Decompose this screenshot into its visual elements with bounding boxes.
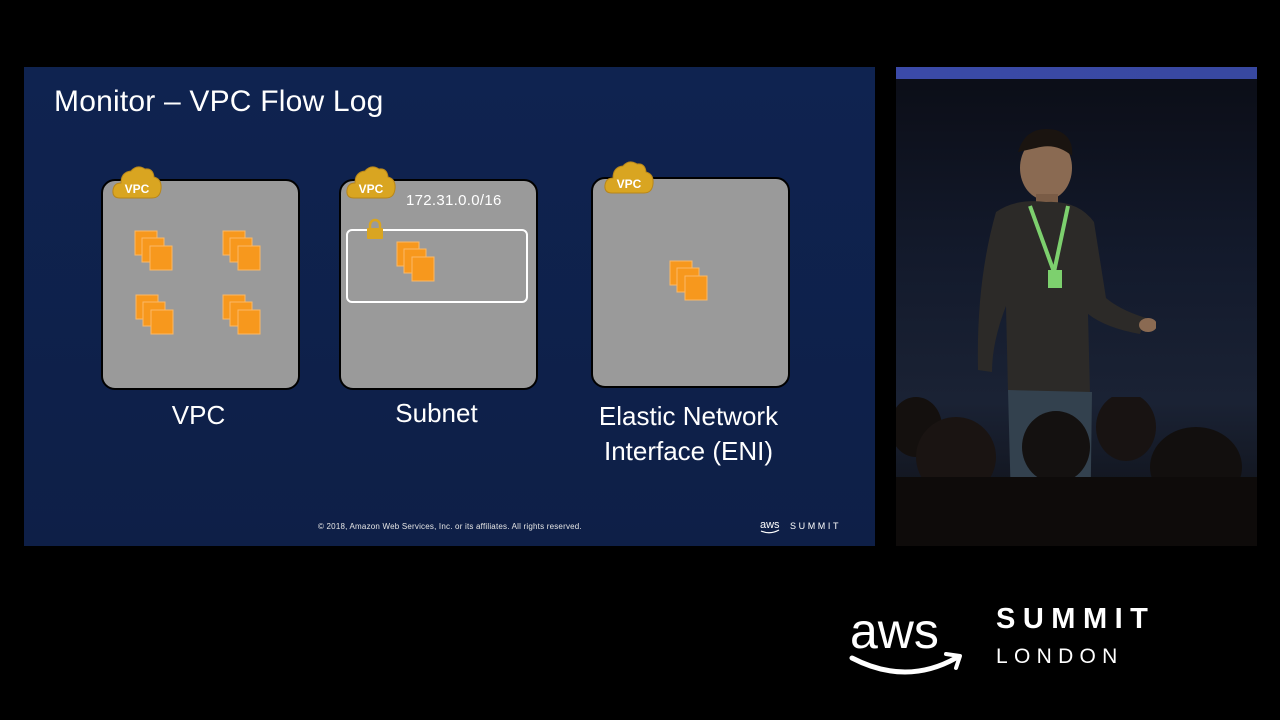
stage-light-bar (896, 67, 1257, 79)
vpc-cloud-icon: VPC (604, 161, 654, 194)
vpc-panel (101, 179, 300, 390)
event-city: LONDON (996, 645, 1124, 668)
presentation-slide: Monitor – VPC Flow Log VPC VPC VPC 172.3… (24, 67, 875, 546)
aws-logo-text: aws (760, 519, 780, 531)
aws-logo: aws (849, 604, 962, 675)
ec2-instances-icon (222, 294, 261, 335)
caption-line: Interface (ENI) (603, 436, 774, 466)
caption-line: VPC (171, 400, 226, 430)
event-title: SUMMIT (996, 603, 1156, 635)
caption-line: Elastic Network (598, 401, 779, 431)
vpc-badge-label: VPC (125, 182, 150, 196)
ec2-instances-icon (135, 294, 174, 335)
vpc-cloud-icon: VPC (346, 166, 396, 199)
aws-logo-text: aws (850, 604, 939, 659)
audience-silhouettes (896, 397, 1257, 546)
ec2-instances-icon (134, 230, 173, 271)
vpc-caption: VPC (101, 398, 296, 433)
copyright-notice: © 2018, Amazon Web Services, Inc. or its… (318, 522, 582, 531)
summit-text: SUMMIT (790, 521, 841, 531)
subnet-cidr: 172.31.0.0/16 (406, 192, 502, 209)
subnet-boundary (346, 229, 528, 303)
ec2-instances-icon (222, 230, 261, 271)
caption-line: Subnet (395, 398, 478, 428)
subnet-caption: Subnet (339, 396, 534, 431)
vpc-badge-label: VPC (359, 182, 384, 196)
ec2-instances-icon (669, 260, 708, 301)
lock-icon (367, 218, 383, 239)
presenter-video (896, 67, 1257, 546)
vpc-cloud-icon: VPC (112, 166, 162, 199)
ec2-instances-icon (396, 241, 435, 282)
subnet-panel (339, 179, 538, 390)
slide-title: Monitor – VPC Flow Log (54, 85, 384, 118)
eni-caption: Elastic Network Interface (ENI) (571, 399, 806, 469)
aws-summit-logo: aws SUMMIT (760, 519, 841, 534)
vpc-badge-label: VPC (617, 177, 642, 191)
